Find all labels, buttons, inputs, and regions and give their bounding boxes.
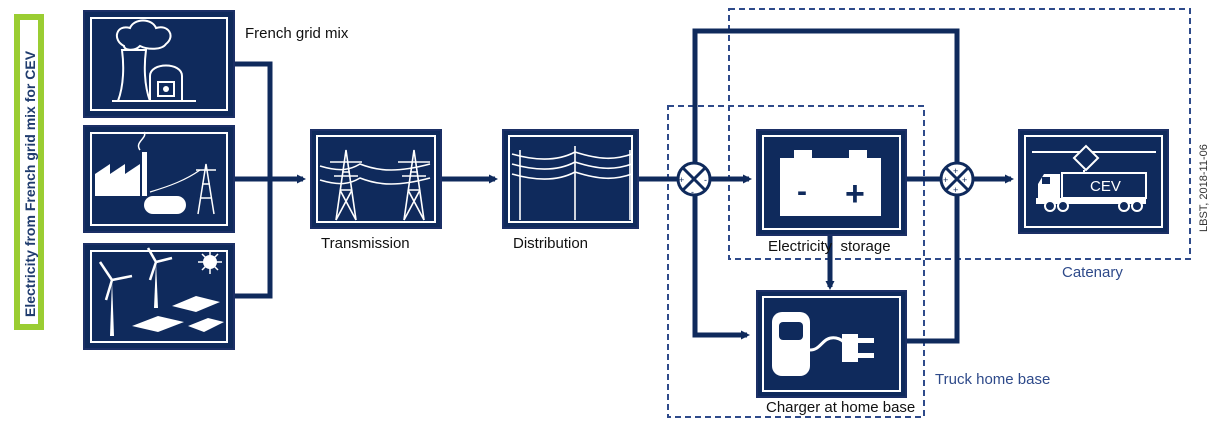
power-line-icon [511, 146, 633, 220]
svg-text:-: - [691, 187, 694, 197]
svg-text:+: + [962, 175, 967, 185]
date-stamp: LBST, 2018-11-06 [1198, 144, 1210, 232]
svg-text:+: + [953, 185, 958, 195]
industry-icon [95, 131, 216, 215]
junction-left: + - - [676, 161, 712, 197]
storage-label: Electricity storage [768, 238, 891, 255]
battery-plus: + [845, 175, 865, 213]
charger-plug-icon [772, 312, 874, 376]
charger-label: Charger at home base [766, 399, 915, 416]
wind-solar-icon [98, 247, 224, 336]
home-base-group [667, 105, 925, 418]
nuclear-plant-icon [112, 19, 196, 102]
nuclear-plant-box [83, 10, 235, 118]
renewables-box [83, 243, 235, 350]
storage-box: - + [756, 129, 907, 236]
home-base-label: Truck home base [935, 371, 1050, 388]
junction-right: + + + + [939, 161, 975, 197]
truck-icon: CEV [1032, 144, 1156, 212]
cev-box: CEV [1018, 129, 1169, 234]
distribution-box [502, 129, 639, 229]
svg-text:-: - [704, 175, 707, 185]
catenary-label: Catenary [1062, 264, 1123, 281]
battery-icon: - + [780, 150, 881, 216]
battery-minus: - [797, 175, 807, 208]
transmission-label: Transmission [321, 235, 410, 252]
side-label: Electricity from French grid mix for CEV [22, 50, 38, 317]
cev-label: CEV [1090, 178, 1121, 195]
industry-box [83, 125, 235, 233]
flow-lines [234, 28, 1014, 344]
svg-text:+: + [953, 166, 958, 176]
transmission-box [310, 129, 442, 229]
pylon-icon [319, 149, 431, 221]
svg-text:+: + [943, 175, 948, 185]
svg-text:+: + [679, 175, 684, 185]
grid-mix-label: French grid mix [245, 25, 349, 42]
charger-box [756, 290, 907, 398]
distribution-label: Distribution [513, 235, 588, 252]
